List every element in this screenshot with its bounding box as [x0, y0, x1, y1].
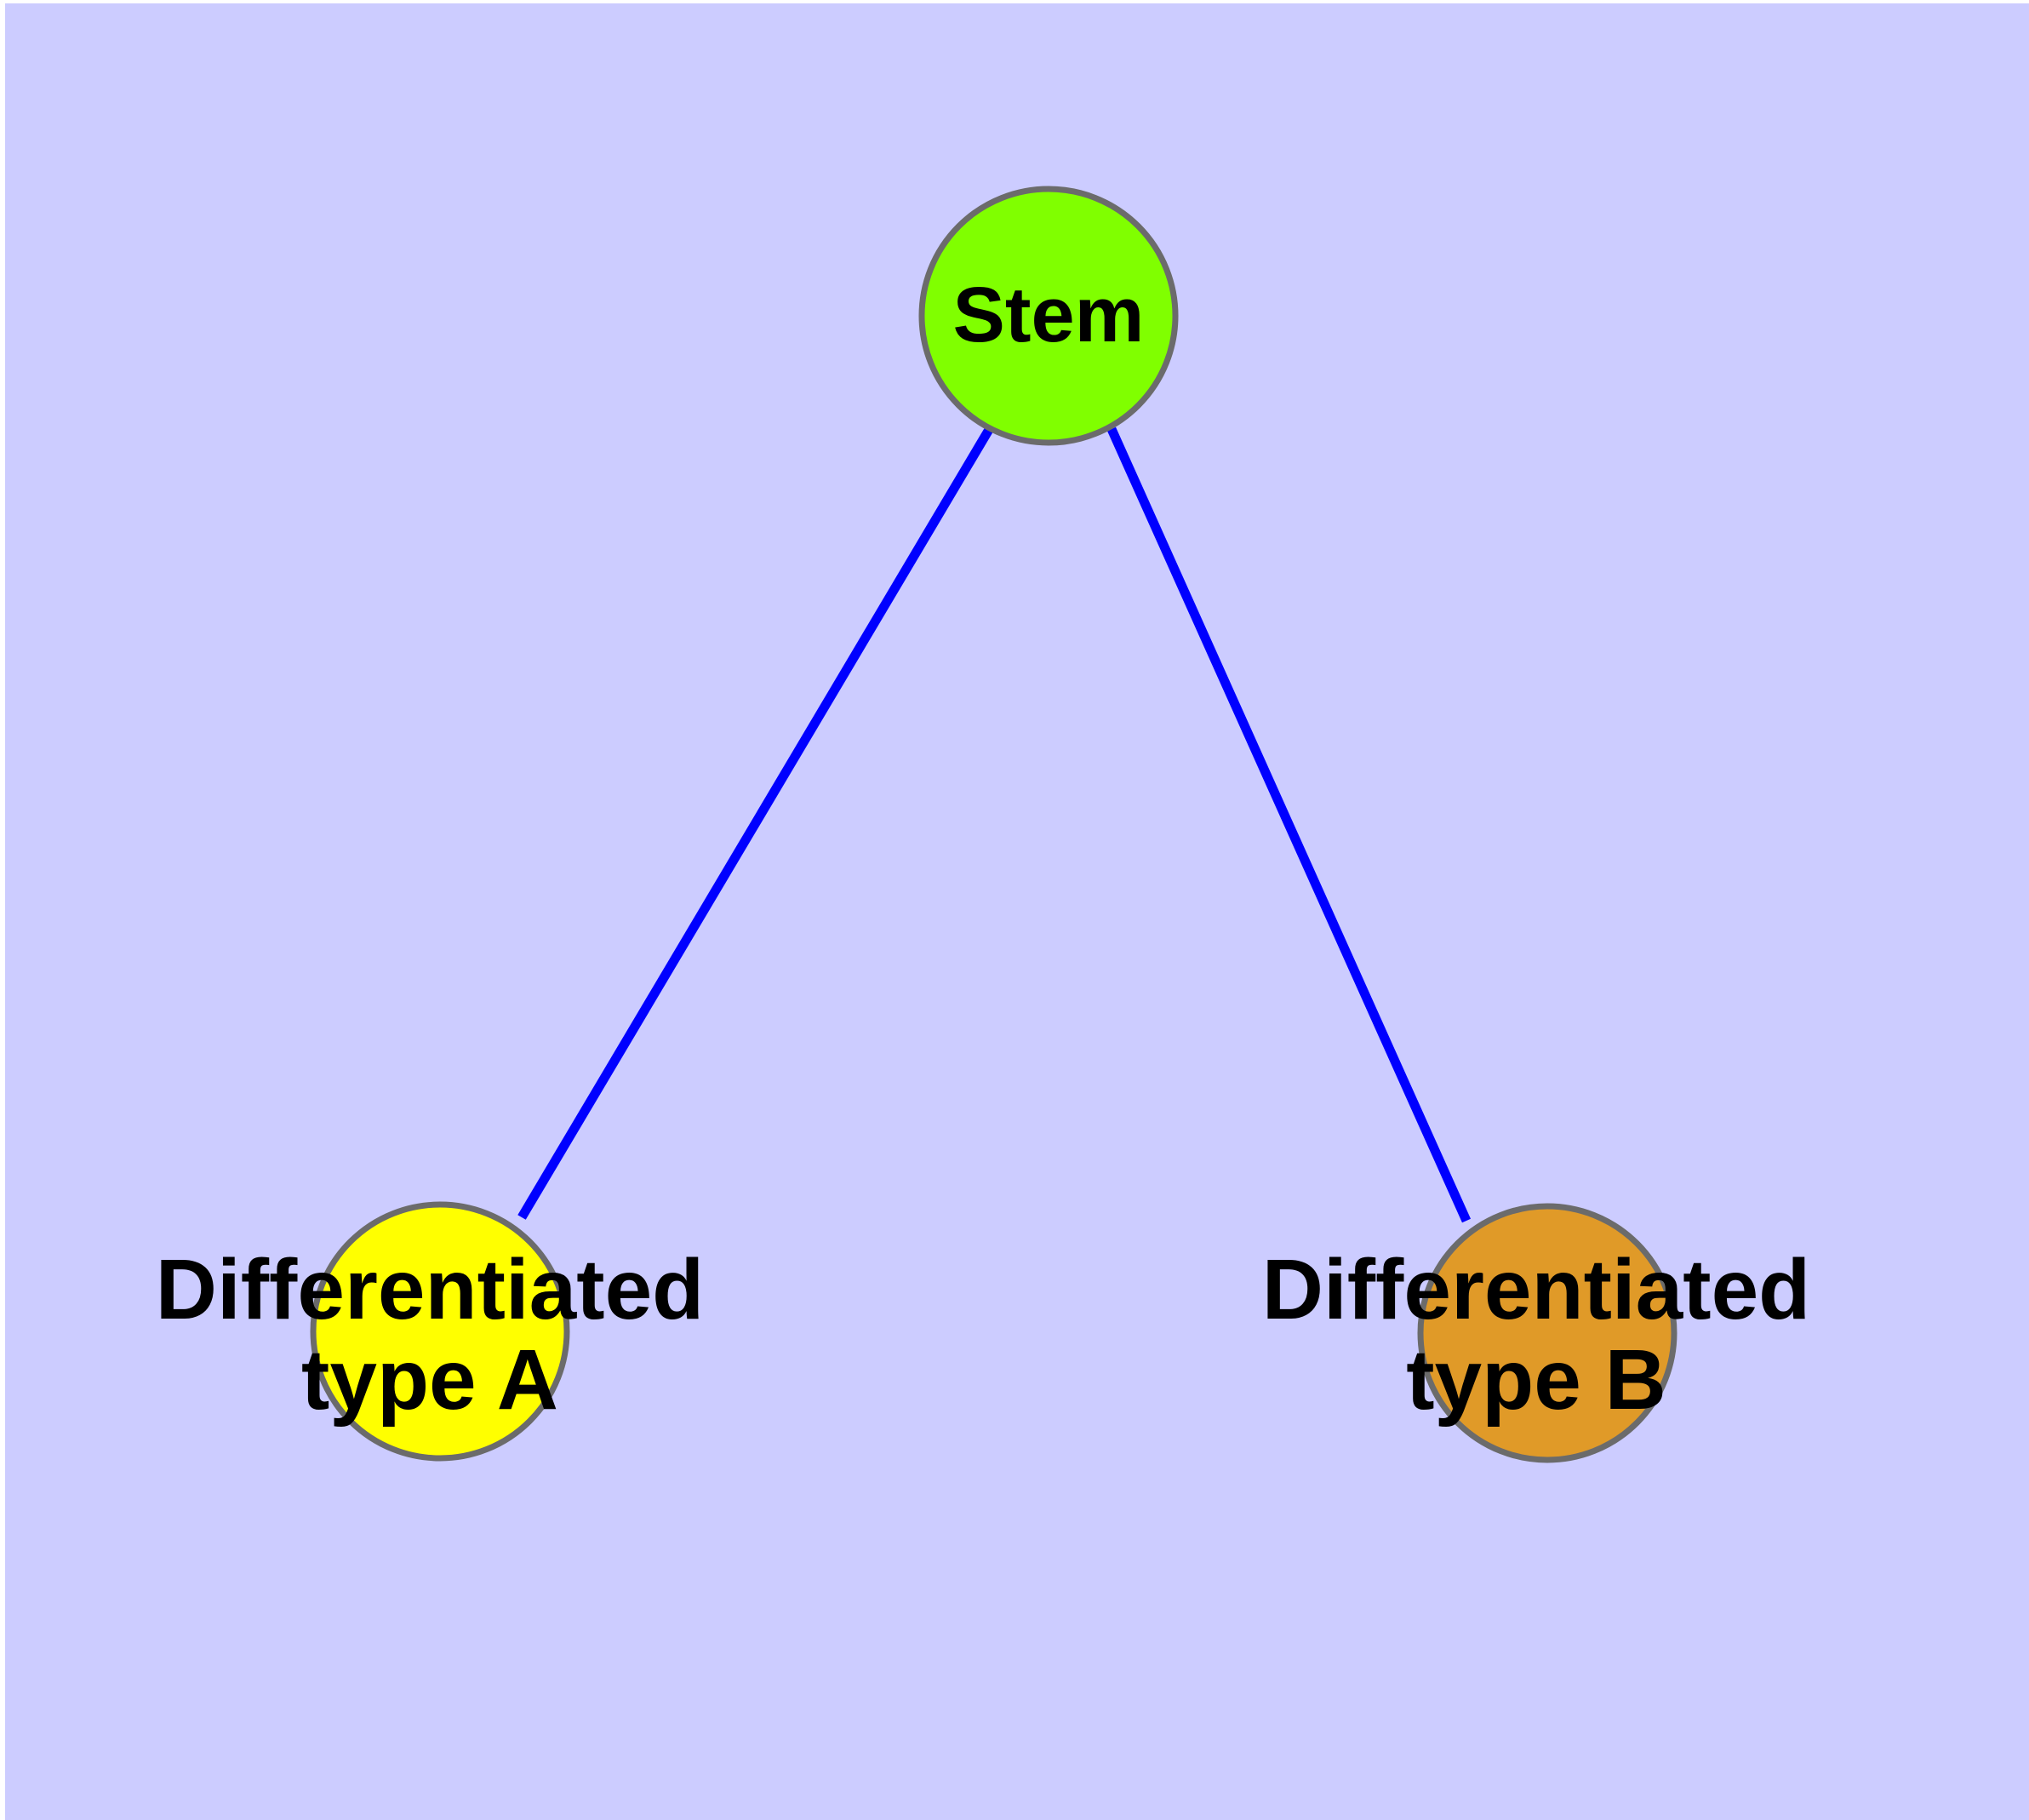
graph-edge-stem-diff_a[interactable] [517, 426, 994, 1220]
graph-node-diff_a[interactable] [310, 1201, 570, 1462]
graph-edge-stem-diff_b[interactable] [1106, 426, 1472, 1223]
nodes-layer [310, 186, 1677, 1463]
edges-layer [517, 426, 1472, 1223]
graph-node-stem[interactable] [918, 186, 1179, 446]
graph-node-diff_b[interactable] [1417, 1203, 1677, 1463]
